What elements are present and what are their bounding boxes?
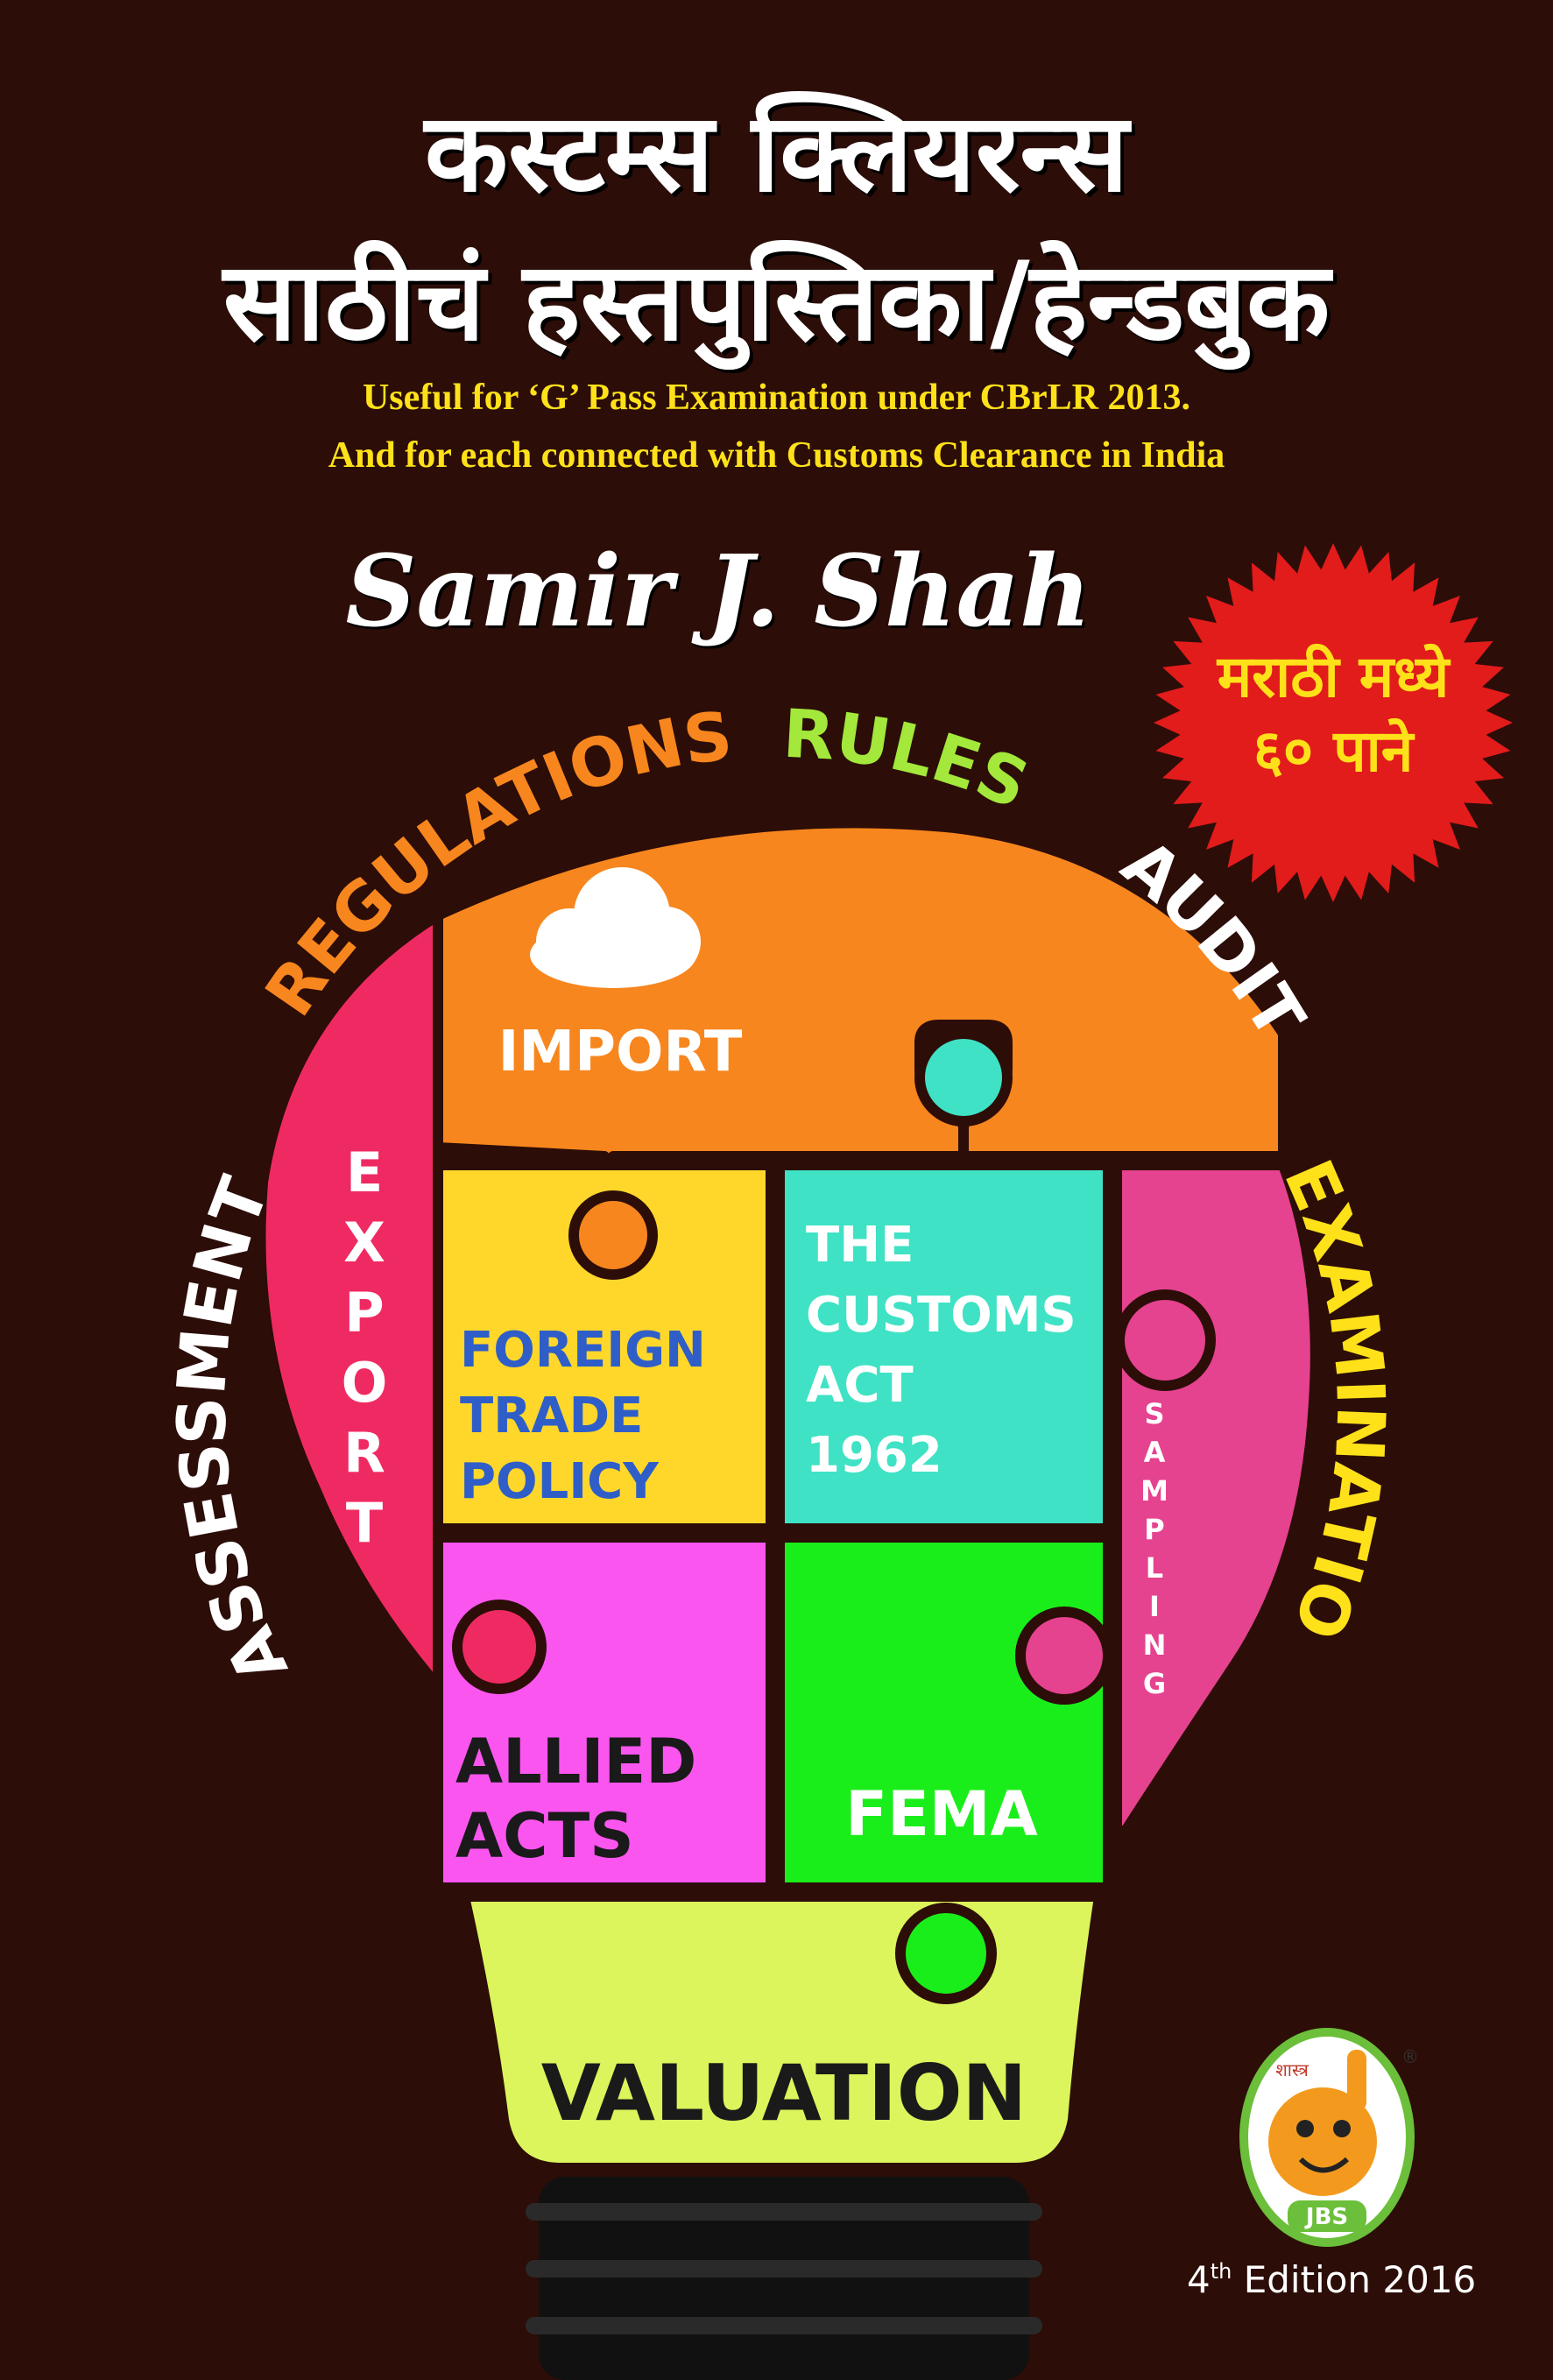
title-line-1: कस्टम्स क्लियरन्स: [424, 90, 1129, 216]
customs-line-1: THE: [806, 1217, 914, 1274]
subtitle-line-1: Useful for ‘G’ Pass Examination under CB…: [362, 378, 1191, 418]
import-knob: [568, 1190, 658, 1280]
ftp-line-2: TRADE: [460, 1388, 643, 1444]
valuation-label: VALUATION: [541, 2048, 1027, 2138]
fema-label: FEMA: [845, 1778, 1037, 1850]
marathi-pages-badge: मराठी मध्ये ६० पाने: [1154, 543, 1513, 902]
allied-line-2: ACTS: [455, 1800, 634, 1872]
customs-act-piece: [774, 1160, 1113, 1534]
samplingText-letter: L: [1146, 1551, 1163, 1585]
fema-knob: [895, 1903, 997, 2004]
jbs-logo-script: शास्त्र: [1275, 2059, 1309, 2080]
exportText-letter: R: [343, 1421, 385, 1485]
customs-knob: [914, 1028, 1013, 1126]
import-label: IMPORT: [498, 1020, 743, 1084]
customs-line-2: CUSTOMS: [806, 1287, 1077, 1344]
fema-piece: [774, 1532, 1113, 1893]
samplingText-letter: N: [1143, 1628, 1167, 1662]
ftp-line-3: POLICY: [460, 1453, 660, 1510]
samplingText-letter: S: [1144, 1397, 1164, 1430]
mascot-face-icon: [1268, 2087, 1377, 2196]
export-piece: [255, 910, 443, 1691]
exportText-letter: E: [346, 1141, 383, 1204]
ftp-line-1: FOREIGN: [460, 1322, 706, 1379]
customs-line-4: 1962: [806, 1427, 942, 1484]
exportText-letter: X: [343, 1211, 385, 1275]
starburst-shape: [1154, 543, 1513, 902]
exportText-letter: T: [346, 1491, 383, 1555]
author-name: Samir J. Shah: [345, 534, 1091, 649]
sampling-knob: [1114, 1289, 1216, 1391]
exportText-letter: O: [342, 1351, 388, 1415]
sampling-knob-2: [1015, 1607, 1113, 1705]
exportText-letter: P: [344, 1281, 384, 1345]
thumbs-up-icon: [1347, 2050, 1366, 2111]
registered-mark: ®: [1401, 2046, 1419, 2067]
edition-text: Edition 2016: [1232, 2258, 1477, 2301]
rules-arc-label: RULES: [781, 695, 1040, 824]
badge-line-1: मराठी मध्ये: [1216, 643, 1451, 710]
jbs-logo-text: JBS: [1304, 2204, 1348, 2230]
samplingText-letter: M: [1140, 1474, 1168, 1508]
jbs-logo: JBS शास्त्र ®: [1239, 2028, 1419, 2247]
samplingText-letter: P: [1144, 1513, 1164, 1546]
subtitle-line-2: And for each connected with Customs Clea…: [328, 435, 1225, 476]
bulb-screw-base: [526, 2177, 1042, 2380]
title-line-2: साठीचं हस्तपुस्तिका/हेन्डबुक: [222, 239, 1331, 365]
allied-line-1: ALLIED: [455, 1726, 696, 1797]
customs-line-3: ACT: [806, 1357, 914, 1414]
samplingText-letter: A: [1144, 1436, 1166, 1469]
edition-info: 4th Edition 2016: [1187, 2258, 1476, 2301]
samplingText-letter: I: [1149, 1590, 1160, 1623]
allied-acts-piece: [433, 1532, 776, 1893]
cloud-icon: [530, 867, 701, 988]
badge-line-2: ६० पाने: [1253, 717, 1415, 785]
edition-number: 4: [1187, 2258, 1211, 2301]
export-knob: [452, 1600, 547, 1694]
edition-suffix: th: [1210, 2259, 1232, 2284]
samplingText-letter: G: [1143, 1667, 1166, 1700]
